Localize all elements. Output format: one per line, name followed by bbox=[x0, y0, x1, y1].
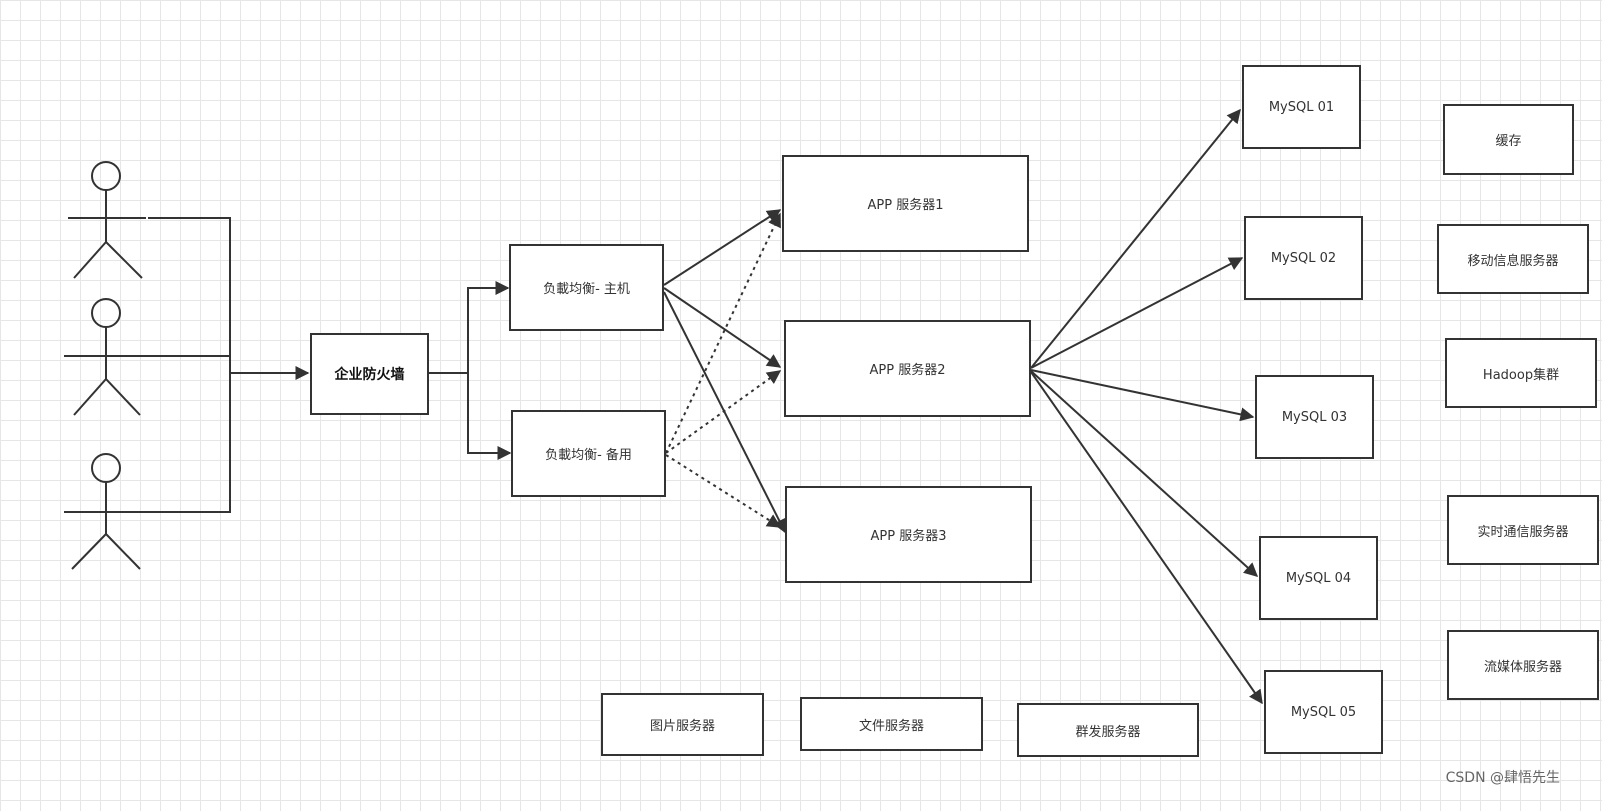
lb-backup-node[interactable]: 负載均衡- 备用 bbox=[511, 410, 666, 497]
firewall-node[interactable]: 企业防火墙 bbox=[310, 333, 429, 415]
realtime-comm-server-node[interactable]: 实时通信服务器 bbox=[1447, 495, 1599, 565]
user-icon bbox=[64, 453, 150, 570]
mysql-node[interactable]: MySQL 03 bbox=[1255, 375, 1374, 459]
mysql-node[interactable]: MySQL 01 bbox=[1242, 65, 1361, 149]
image-server-node[interactable]: 图片服务器 bbox=[601, 693, 764, 756]
file-server-node[interactable]: 文件服务器 bbox=[800, 697, 983, 751]
mysql-node[interactable]: MySQL 04 bbox=[1259, 536, 1378, 620]
streaming-media-server-node[interactable]: 流媒体服务器 bbox=[1447, 630, 1599, 700]
bulk-send-server-node[interactable]: 群发服务器 bbox=[1017, 703, 1199, 757]
app-server-node[interactable]: APP 服务器2 bbox=[784, 320, 1031, 417]
app-server-node[interactable]: APP 服务器3 bbox=[785, 486, 1032, 583]
mysql-node[interactable]: MySQL 02 bbox=[1244, 216, 1363, 300]
users-to-firewall-connector bbox=[148, 217, 310, 513]
cache-node[interactable]: 缓存 bbox=[1443, 104, 1574, 175]
lb-primary-node[interactable]: 负載均衡- 主机 bbox=[509, 244, 664, 331]
lb-primary-connectors bbox=[663, 209, 786, 534]
lb-backup-connectors bbox=[665, 212, 782, 528]
watermark: CSDN @肆悟先生 bbox=[1445, 770, 1560, 786]
mobile-message-server-node[interactable]: 移动信息服务器 bbox=[1437, 224, 1589, 294]
user-icon bbox=[64, 298, 148, 416]
firewall-to-lb-connector bbox=[428, 281, 512, 460]
app-server-node[interactable]: APP 服务器1 bbox=[782, 155, 1029, 252]
hadoop-cluster-node[interactable]: Hadoop集群 bbox=[1445, 338, 1597, 408]
app-to-db-connectors bbox=[1030, 108, 1263, 705]
mysql-node[interactable]: MySQL 05 bbox=[1264, 670, 1383, 754]
user-icon bbox=[68, 161, 146, 279]
